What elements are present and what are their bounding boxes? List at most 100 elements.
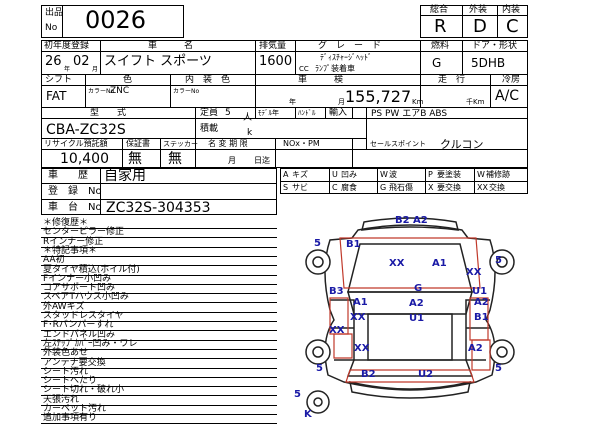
rear-u2-label: U2 xyxy=(418,369,434,380)
left-rear-mid-xx-label: XX xyxy=(354,343,370,354)
shift-label: シフト xyxy=(45,75,73,85)
rear-b2-label: B2 xyxy=(361,369,376,380)
mileage: 155,727 xyxy=(345,87,412,106)
right-rear-a2-label: A2 xyxy=(468,343,483,354)
legend-desc: 腐食 xyxy=(341,183,357,192)
chassis-no-label: 車 台 No xyxy=(48,202,102,213)
mileage-label: 走 行 xyxy=(438,75,466,85)
fuel-label: 燃料 xyxy=(431,41,450,51)
load-label: 積載 xyxy=(200,124,219,134)
first-reg-year: 26 xyxy=(45,54,62,69)
history-box xyxy=(41,168,277,215)
lot-label-top: 出品 xyxy=(45,8,64,18)
center-a2-label: A2 xyxy=(409,298,424,309)
note-item: カーペット汚れ xyxy=(43,404,107,414)
bonnet-left-label: XX xyxy=(389,258,405,269)
color-no: ZNC xyxy=(110,86,130,96)
inspection-month-unit: 月 xyxy=(338,98,345,106)
inspection-year-unit: 年 xyxy=(289,98,296,106)
left-front-door-label: B3 xyxy=(329,286,344,297)
note-item: ＊特記事項＊ xyxy=(43,245,98,256)
vehicle-name: スイフト スポーツ xyxy=(104,54,212,69)
legend-desc: サビ xyxy=(292,183,308,192)
note-item: エンドパネル凹み xyxy=(43,329,116,340)
note-item: 夏タイヤ積込(ホイル付) xyxy=(43,264,140,275)
note-item: Rインナー修正 xyxy=(43,236,104,247)
left-headlamp-label: B1 xyxy=(346,239,361,250)
note-item: シートへたり xyxy=(43,376,98,387)
front-tire-left-label: 5 xyxy=(314,238,321,249)
lot-label-bottom: No xyxy=(45,23,58,33)
cc-unit: CC xyxy=(299,65,309,73)
note-item: 外AWキズ xyxy=(43,301,85,312)
capacity: 5 xyxy=(225,108,231,118)
note-item: アンテナ要交換 xyxy=(43,357,106,368)
year-unit: 年 xyxy=(64,66,71,73)
displacement: 1600 xyxy=(259,54,293,69)
inspection-label: 車 検 xyxy=(298,75,344,85)
info-grid xyxy=(41,40,528,168)
shift: FAT xyxy=(46,89,67,103)
spare-k-label: K xyxy=(304,409,312,420)
nox-label: NOx・PM xyxy=(283,139,320,148)
capacity-unit: 人 xyxy=(243,113,253,123)
bonnet-right-label: A1 xyxy=(432,258,447,269)
left-rear-xx-label: XX xyxy=(329,325,345,336)
name-label: 車 名 xyxy=(148,41,194,51)
legend-code: A xyxy=(283,170,289,179)
door-shape: 5DHB xyxy=(471,56,506,70)
ac-label: 冷房 xyxy=(502,75,521,85)
legend-desc: キズ xyxy=(292,170,308,179)
note-item: F･Rバンパーすれ xyxy=(43,320,114,331)
note-item: AA初 xyxy=(43,255,65,266)
right-front-door-label: U1 xyxy=(472,286,488,297)
first-reg-month: 02 xyxy=(73,54,90,69)
warranty-label: 保証書 xyxy=(126,139,150,148)
interior-color-no-label: カラーNo xyxy=(173,88,200,95)
sales-point: クルコン xyxy=(440,138,484,151)
right-front-xx-label: XX xyxy=(466,267,482,278)
legend-code: C xyxy=(332,183,338,192)
legend-code: XX xyxy=(477,183,488,192)
note-item: スタッドレスタイヤ xyxy=(43,311,124,321)
legend-desc: 飛石傷 xyxy=(389,183,413,192)
capacity-label: 定員 xyxy=(200,108,219,118)
ac: A/C xyxy=(495,88,520,104)
grade-line2: ﾗﾝﾌﾟ装着車 xyxy=(315,64,355,73)
note-item: 外装色あせ xyxy=(43,348,89,359)
right-rear-b1-label: B1 xyxy=(474,312,489,323)
front-tire-right-label: 5 xyxy=(495,255,502,266)
legend-code: P xyxy=(428,170,433,179)
legend-code: W xyxy=(380,170,388,179)
km-unit: Km xyxy=(412,98,424,106)
sticker: 無 xyxy=(168,151,182,167)
change-day-unit: 日迄 xyxy=(254,156,270,165)
legend-desc: 要交換 xyxy=(437,183,461,192)
spare-tire-label: 5 xyxy=(294,389,301,400)
legend-code: X xyxy=(428,183,434,192)
month-unit: 月 xyxy=(92,66,99,73)
note-item: 追加事項有り xyxy=(43,413,98,424)
note-item: シート汚れ xyxy=(43,366,89,377)
warranty: 無 xyxy=(128,151,142,167)
legend-desc: 要塗装 xyxy=(437,170,461,179)
load-unit: k xyxy=(247,128,253,138)
equipment: PS PW エアB ABS xyxy=(371,109,448,119)
sales-point-label: セールスポイント xyxy=(370,140,426,148)
legend-code: G xyxy=(380,183,387,192)
overall-label: 総合 xyxy=(430,5,449,15)
legend-code: S xyxy=(283,183,289,192)
exterior-label: 外装 xyxy=(469,5,488,15)
rear-tire-left-label: 5 xyxy=(316,363,323,374)
legend-desc: 交換 xyxy=(489,183,505,192)
interior-color-label: 内 装 色 xyxy=(185,75,231,85)
grade-box xyxy=(420,5,528,38)
note-item: シート切れ・破れ小 xyxy=(43,385,125,396)
front-bumper-label: B2 A2 xyxy=(395,215,428,226)
chassis-no: ZC32S-304353 xyxy=(106,200,211,216)
thousand-km-unit: 千Km xyxy=(466,98,485,106)
import-label: 輸入 xyxy=(329,108,348,118)
center-u1-label: U1 xyxy=(409,313,425,324)
left-a1-label: A1 xyxy=(353,297,368,308)
lot-box xyxy=(41,5,184,38)
